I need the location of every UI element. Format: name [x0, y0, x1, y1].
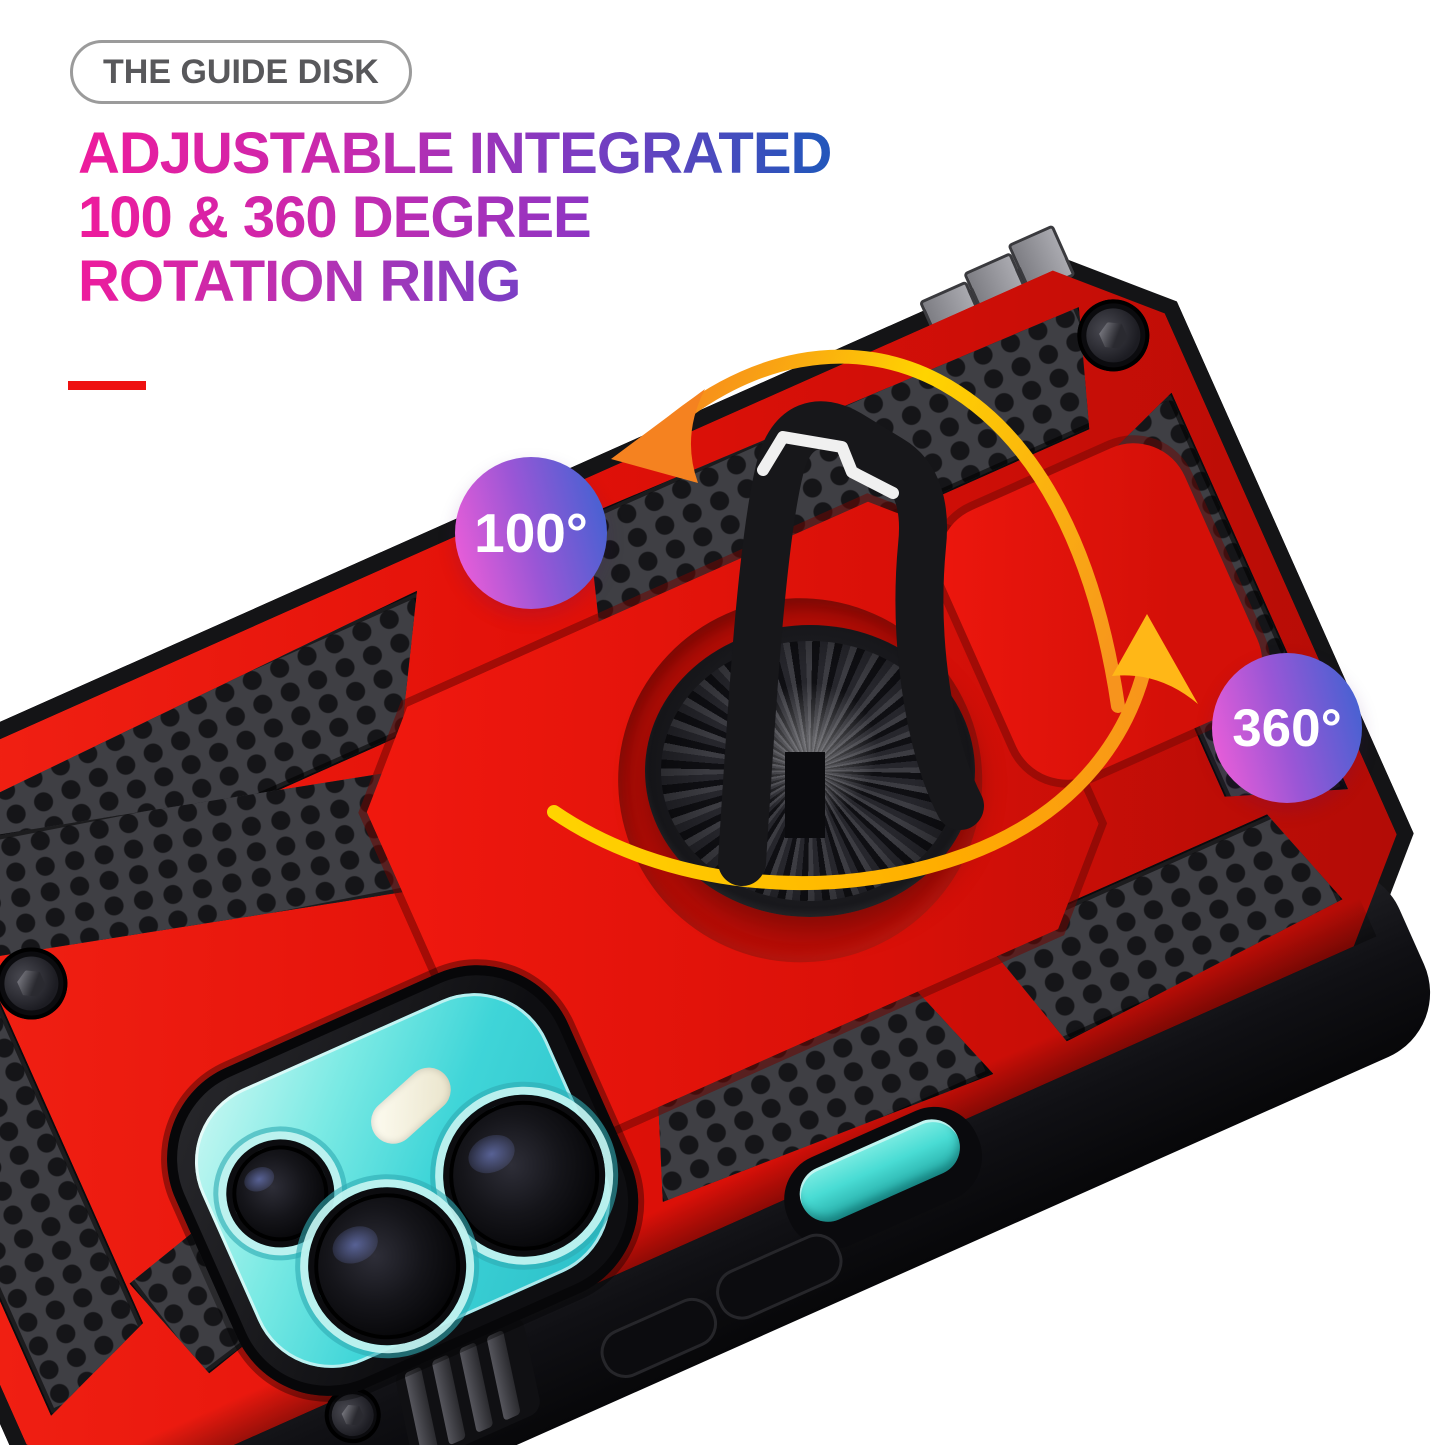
ring-holder-base — [645, 625, 975, 917]
headline: ADJUSTABLE INTEGRATED 100 & 360 DEGREE R… — [78, 121, 832, 314]
guide-disk-pill-label: THE GUIDE DISK — [103, 52, 379, 91]
badge-360-label: 360° — [1232, 698, 1342, 758]
headline-line-3: ROTATION RING — [78, 249, 521, 314]
badge-360-degree: 360° — [1212, 653, 1362, 803]
headline-line-2: 100 & 360 DEGREE — [78, 185, 592, 250]
badge-100-label: 100° — [474, 502, 588, 564]
headline-line-1: ADJUSTABLE INTEGRATED — [78, 121, 832, 186]
metal-disk — [661, 641, 959, 901]
red-underline — [68, 381, 146, 390]
badge-100-degree: 100° — [455, 457, 607, 609]
camera-flash — [362, 1058, 460, 1153]
guide-disk-pill-badge: THE GUIDE DISK — [70, 40, 412, 104]
